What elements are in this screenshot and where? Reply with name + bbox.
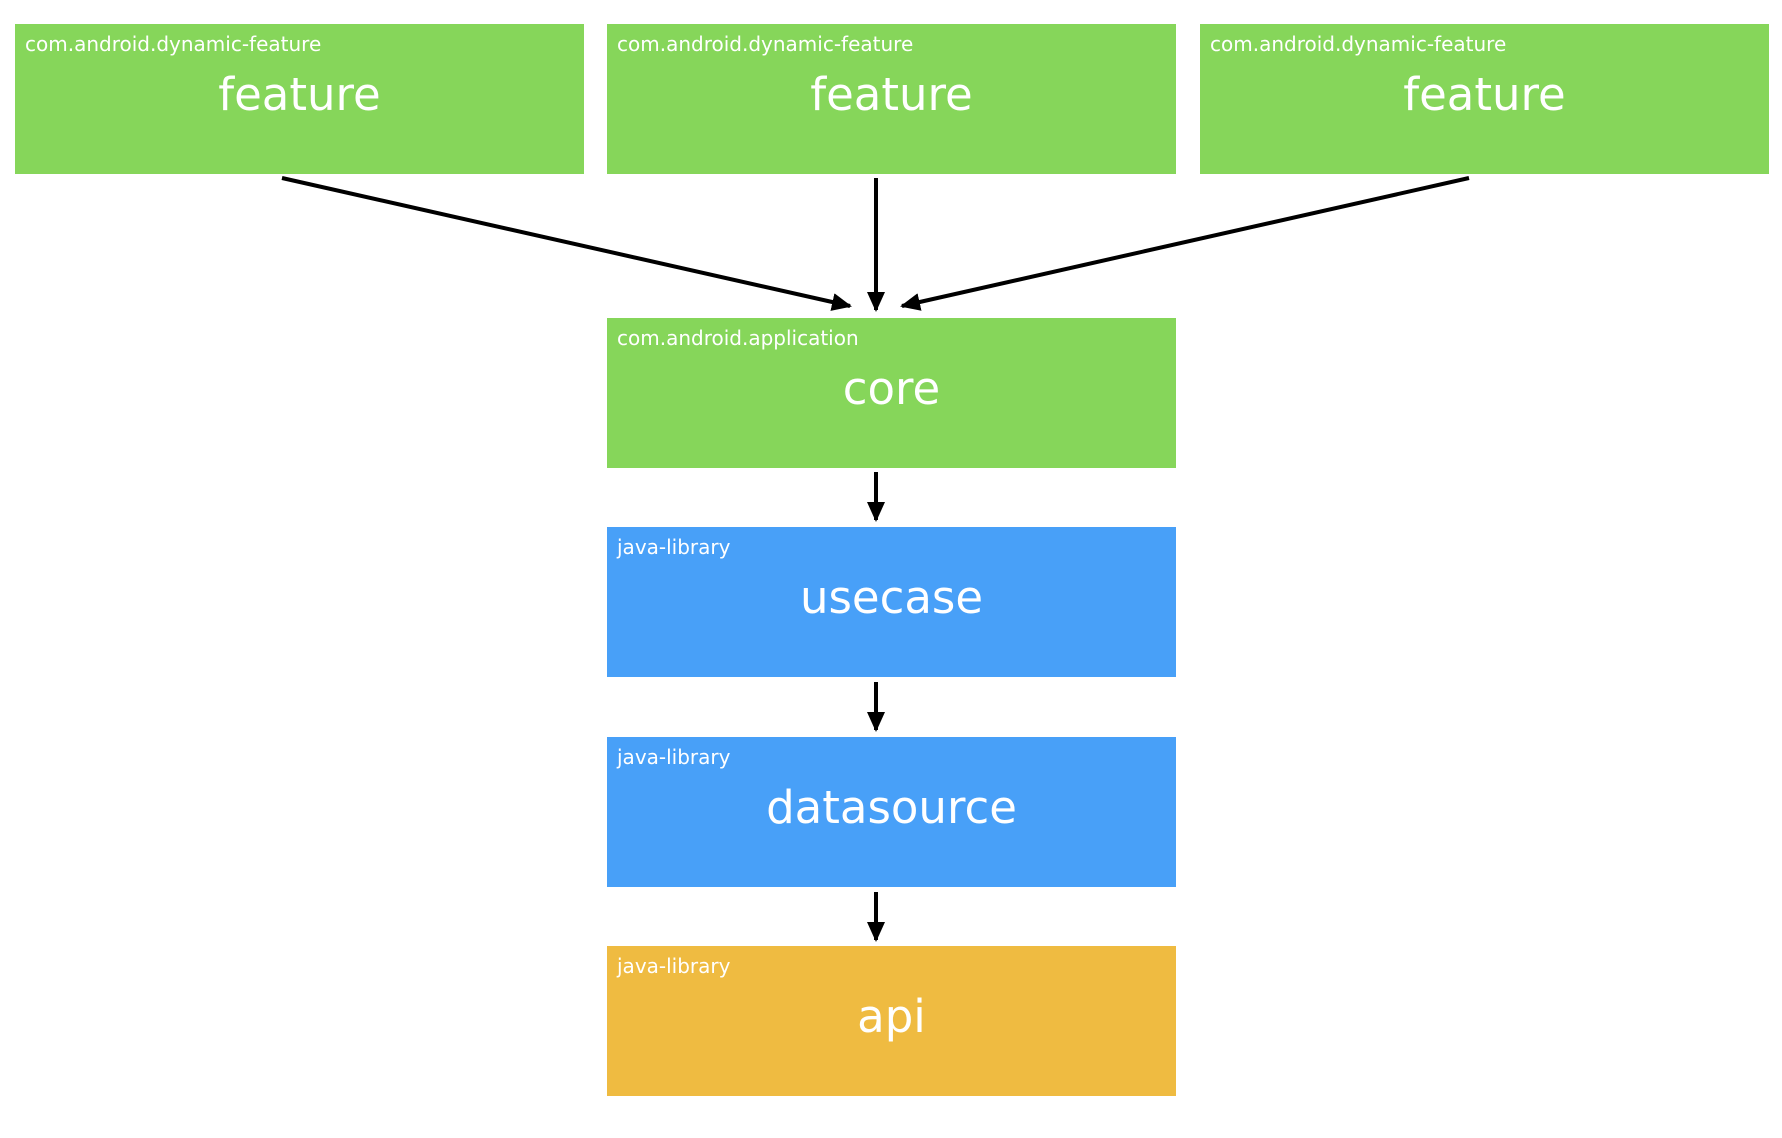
- module-name: feature: [218, 68, 381, 121]
- plugin-label: com.android.dynamic-feature: [25, 32, 322, 56]
- module-name: core: [842, 362, 941, 415]
- arrow-feature-1-to-core: [281, 176, 852, 311]
- module-feature-3: com.android.dynamic-feature feature: [1200, 24, 1769, 174]
- module-name: api: [857, 990, 926, 1043]
- module-feature-1: com.android.dynamic-feature feature: [15, 24, 584, 174]
- module-api: java-library api: [607, 946, 1176, 1096]
- plugin-label: com.android.application: [617, 326, 859, 350]
- module-name: feature: [1403, 68, 1566, 121]
- arrow-feature-3-to-core: [900, 176, 1470, 311]
- module-core: com.android.application core: [607, 318, 1176, 468]
- plugin-label: java-library: [617, 954, 731, 978]
- plugin-label: java-library: [617, 535, 731, 559]
- module-name: datasource: [766, 781, 1017, 834]
- plugin-label: com.android.dynamic-feature: [1210, 32, 1507, 56]
- module-name: feature: [810, 68, 973, 121]
- module-datasource: java-library datasource: [607, 737, 1176, 887]
- module-usecase: java-library usecase: [607, 527, 1176, 677]
- module-feature-2: com.android.dynamic-feature feature: [607, 24, 1176, 174]
- plugin-label: com.android.dynamic-feature: [617, 32, 914, 56]
- module-name: usecase: [799, 571, 984, 624]
- plugin-label: java-library: [617, 745, 731, 769]
